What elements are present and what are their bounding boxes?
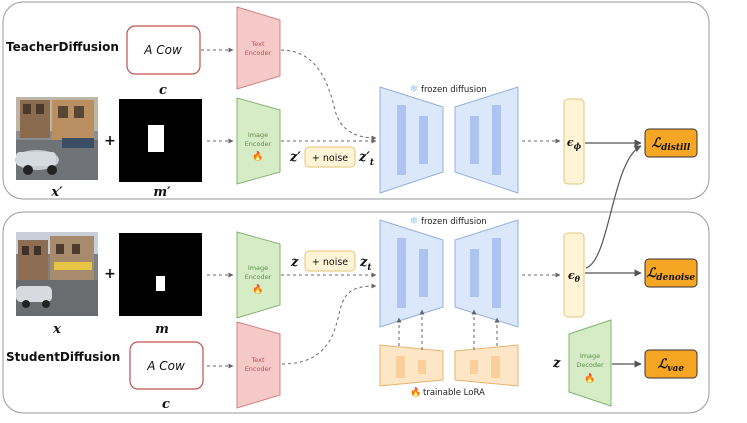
student-decoder-input: z	[552, 356, 561, 371]
teacher-image-encoder-line2: Encoder	[245, 140, 272, 148]
teacher-latent: z′	[289, 150, 301, 165]
student-image-decoder-line2: Decoder	[576, 361, 604, 369]
teacher-noise-box	[304, 146, 356, 168]
arrow-student-text-encoder-to-unet	[281, 283, 377, 365]
teacher-panel	[2, 1, 710, 200]
teacher-image-encoder-line1: Image	[248, 131, 268, 139]
student-frozen-label: frozen diffusion	[421, 217, 487, 227]
teacher-text-encoder	[236, 6, 281, 90]
student-mask-hole	[156, 276, 165, 291]
loss-vae-box	[644, 349, 698, 379]
student-image-encoder-line1: Image	[248, 264, 268, 272]
student-noise: + noise	[312, 257, 348, 268]
teacher-image-encoder	[236, 97, 281, 185]
teacher-plus: +	[104, 133, 116, 149]
student-text-encoder	[236, 321, 281, 409]
student-image-encoder	[236, 231, 281, 319]
loss-denoise-box	[644, 258, 698, 288]
fire-icon: 🔥	[410, 386, 421, 398]
student-plus: +	[104, 266, 116, 282]
fire-icon: 🔥	[252, 150, 263, 162]
student-latent: z	[290, 255, 299, 270]
teacher-text-encoder-line2: Encoder	[245, 49, 272, 57]
student-text-encoder-line1: Text	[250, 356, 265, 364]
student-text-symbol: c	[162, 397, 170, 412]
student-lora	[379, 344, 519, 387]
fire-icon: 🔥	[584, 372, 595, 384]
arrow-teacher-text-encoder-to-unet	[280, 49, 377, 141]
teacher-frozen-label: frozen diffusion	[421, 85, 487, 95]
student-epsilon-box	[563, 232, 585, 318]
teacher-noise: + noise	[312, 153, 348, 164]
teacher-mask-label: m′	[153, 185, 171, 200]
student-image-label: x	[52, 322, 61, 337]
student-image-encoder-line2: Encoder	[245, 273, 272, 281]
student-noise-box	[304, 250, 356, 272]
arrow-student-epsilon-to-distill	[585, 145, 642, 269]
teacher-image-label: x′	[50, 185, 63, 200]
student-unet	[379, 219, 519, 328]
fire-icon: 🔥	[252, 283, 263, 295]
student-lora-label: trainable LoRA	[423, 388, 485, 398]
teacher-unet	[379, 86, 519, 194]
student-text-encoder-line2: Encoder	[245, 365, 272, 373]
teacher-title: TeacherDiffusion	[6, 40, 119, 54]
student-mask-label: m	[155, 322, 169, 337]
teacher-text-symbol: c	[159, 83, 167, 98]
teacher-text-encoder-line1: Text	[250, 40, 265, 48]
snowflake-icon: ❄	[410, 216, 418, 227]
student-image-decoder-line1: Image	[580, 352, 600, 360]
student-text-prompt-box	[129, 341, 204, 390]
teacher-epsilon-box	[563, 98, 585, 185]
student-text-prompt: A Cow	[146, 359, 185, 373]
snowflake-icon: ❄	[410, 84, 418, 95]
teacher-street-image	[15, 97, 98, 180]
teacher-mask-hole	[148, 125, 164, 152]
student-title: StudentDiffusion	[6, 350, 120, 364]
student-mask	[119, 233, 202, 316]
student-street-image	[16, 232, 98, 316]
loss-distill-box	[644, 128, 698, 158]
student-image-decoder	[568, 319, 612, 407]
teacher-text-prompt-box	[126, 25, 201, 75]
teacher-text-prompt: A Cow	[143, 43, 182, 57]
